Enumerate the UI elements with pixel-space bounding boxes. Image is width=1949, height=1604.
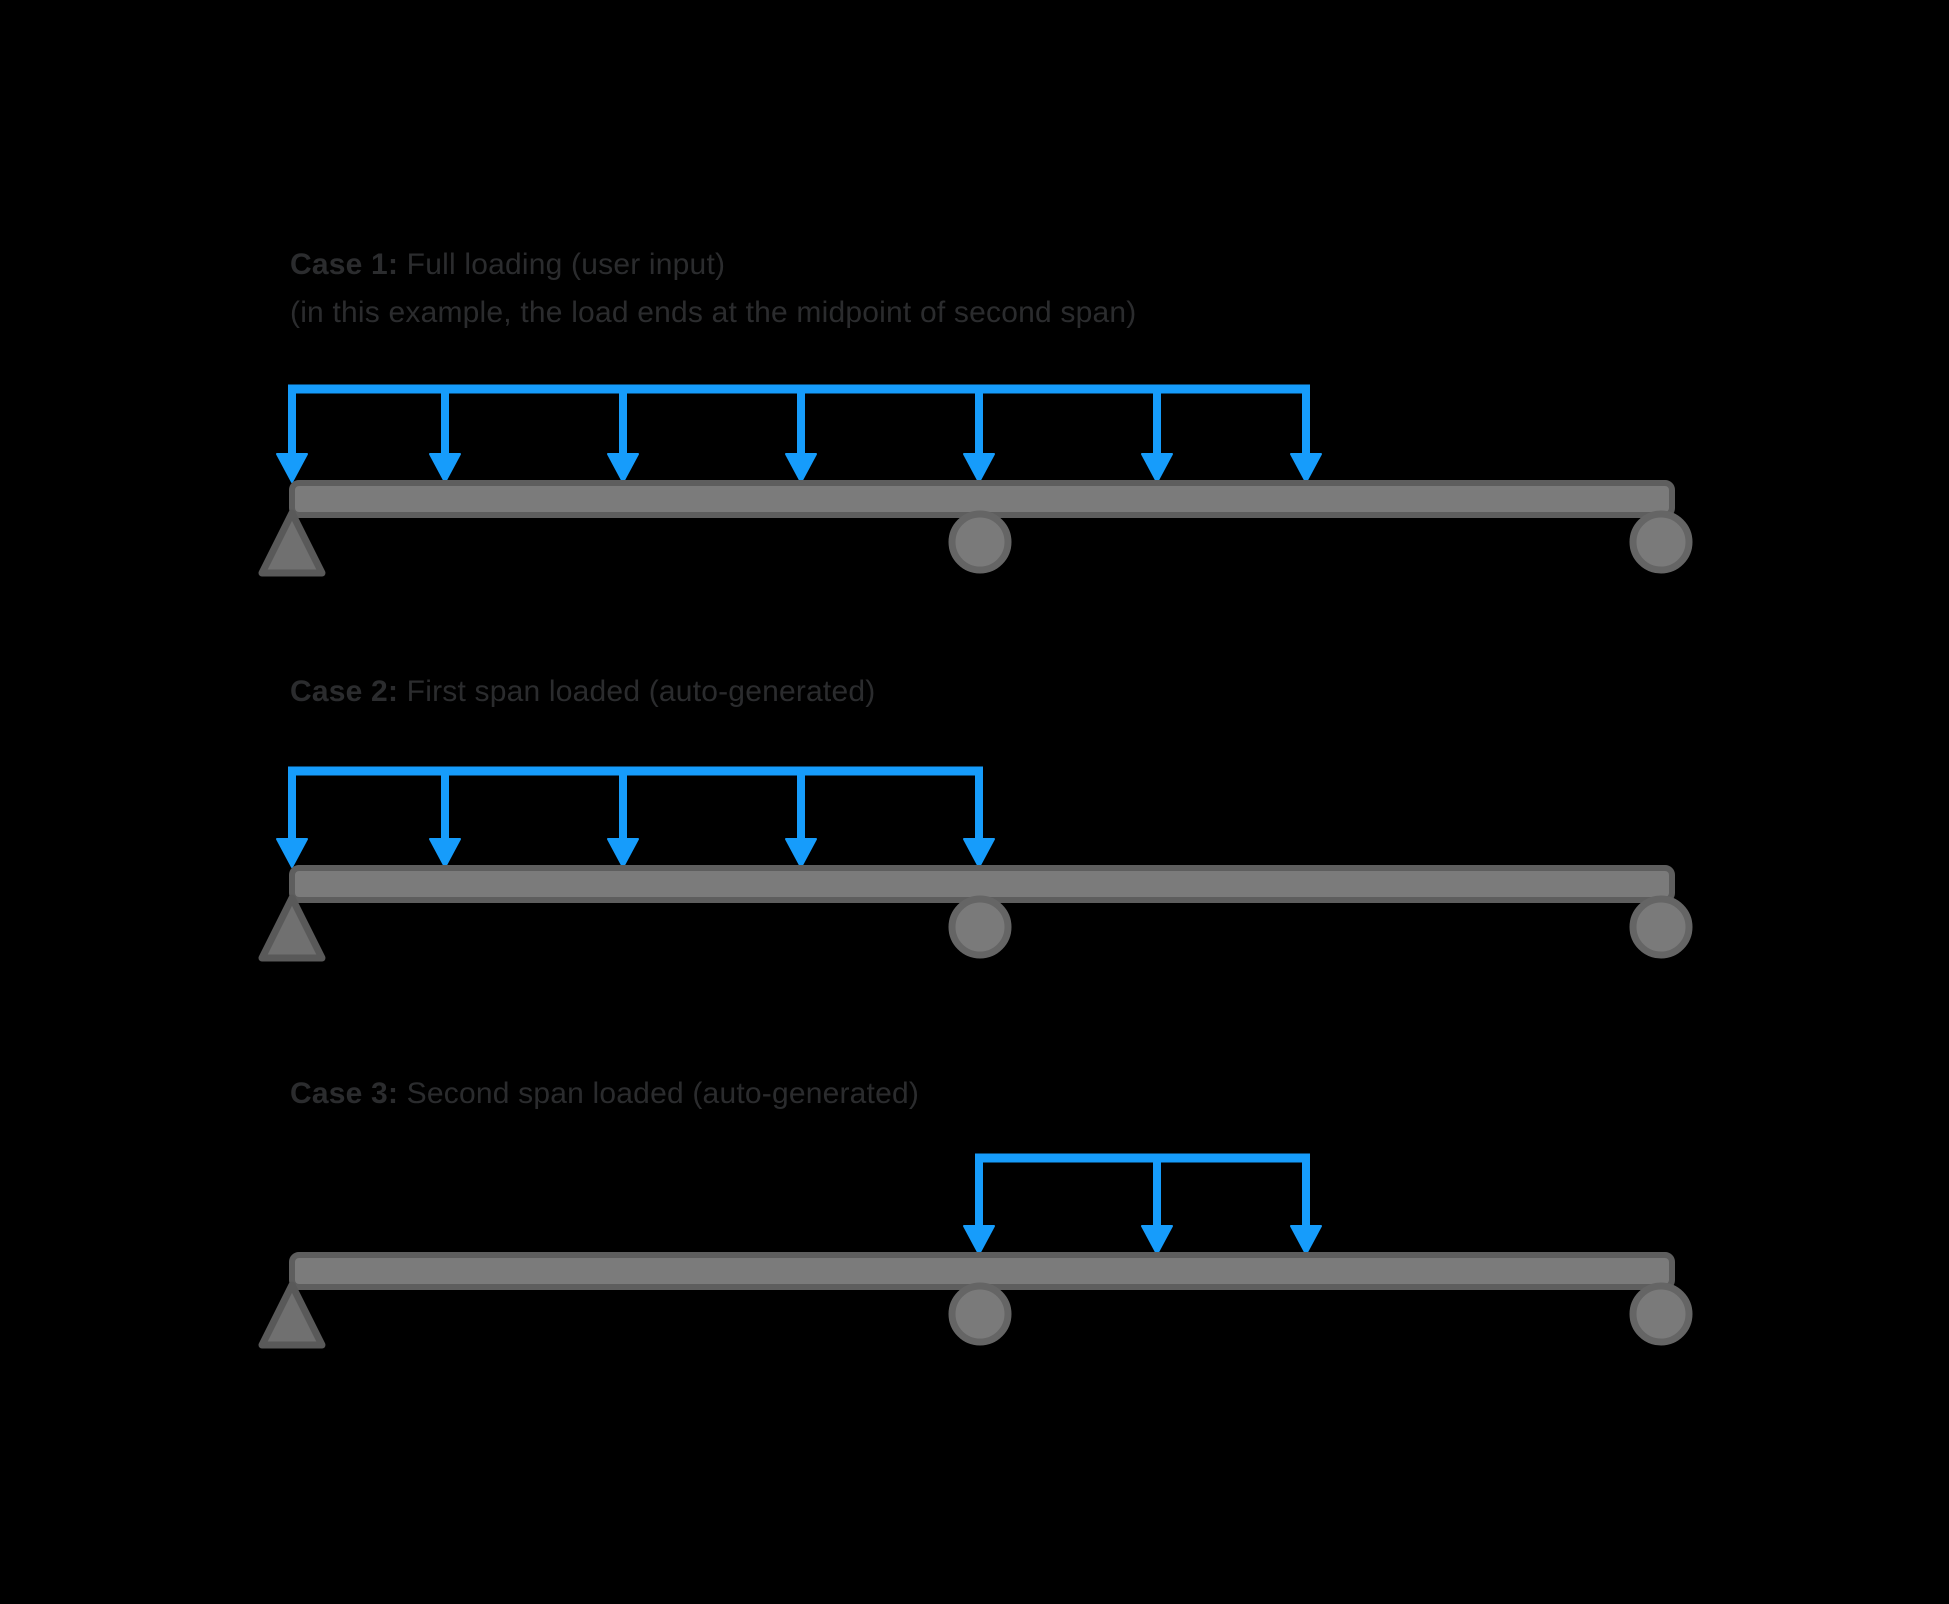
case-1-note: (in this example, the load ends at the m…	[290, 296, 1137, 329]
case-3-pin-support-icon	[258, 1281, 326, 1349]
case-1-load-arrowhead-icon	[276, 453, 308, 483]
case-1-load-arrowhead-icon	[429, 453, 461, 483]
case-1-beam	[289, 480, 1675, 518]
case-3-load-arrowhead-icon	[1141, 1225, 1173, 1255]
case-1-roller-support-mid-icon	[948, 510, 1012, 574]
case-1-description: Full loading (user input)	[398, 248, 726, 281]
case-3-title: Case 3: Second span loaded (auto-generat…	[290, 1079, 919, 1109]
case-2-roller-support-mid-icon	[948, 895, 1012, 959]
case-1-pin-support-icon	[258, 509, 326, 577]
case-2-load-arrowhead-icon	[607, 838, 639, 868]
case-2-load-arrowhead-icon	[785, 838, 817, 868]
case-3-description: Second span loaded (auto-generated)	[398, 1077, 920, 1110]
case-1-load-arrowhead-icon	[607, 453, 639, 483]
case-1-label: Case 1:	[290, 248, 399, 281]
case-2-beam	[289, 865, 1675, 903]
case-2-load-arrowhead-icon	[276, 838, 308, 868]
case-1-load-arrowhead-icon	[1290, 453, 1322, 483]
case-2-description: First span loaded (auto-generated)	[398, 675, 876, 708]
case-1-load-arrowhead-icon	[1141, 453, 1173, 483]
case-3-beam	[289, 1252, 1675, 1290]
case-1-load-arrowhead-icon	[963, 453, 995, 483]
case-2-load-arrowhead-icon	[429, 838, 461, 868]
case-3-roller-support-mid-icon	[948, 1282, 1012, 1346]
case-2-roller-support-right-icon	[1629, 895, 1693, 959]
case-3-load-arrowhead-icon	[963, 1225, 995, 1255]
case-2-title: Case 2: First span loaded (auto-generate…	[290, 677, 875, 707]
case-2-label: Case 2:	[290, 675, 399, 708]
case-1-load-arrowhead-icon	[785, 453, 817, 483]
case-1-roller-support-right-icon	[1629, 510, 1693, 574]
case-2-load-arrowhead-icon	[963, 838, 995, 868]
case-1-title: Case 1: Full loading (user input)	[290, 250, 725, 280]
case-3-load-arrowhead-icon	[1290, 1225, 1322, 1255]
case-3-roller-support-right-icon	[1629, 1282, 1693, 1346]
case-3-label: Case 3:	[290, 1077, 399, 1110]
case-2-pin-support-icon	[258, 894, 326, 962]
